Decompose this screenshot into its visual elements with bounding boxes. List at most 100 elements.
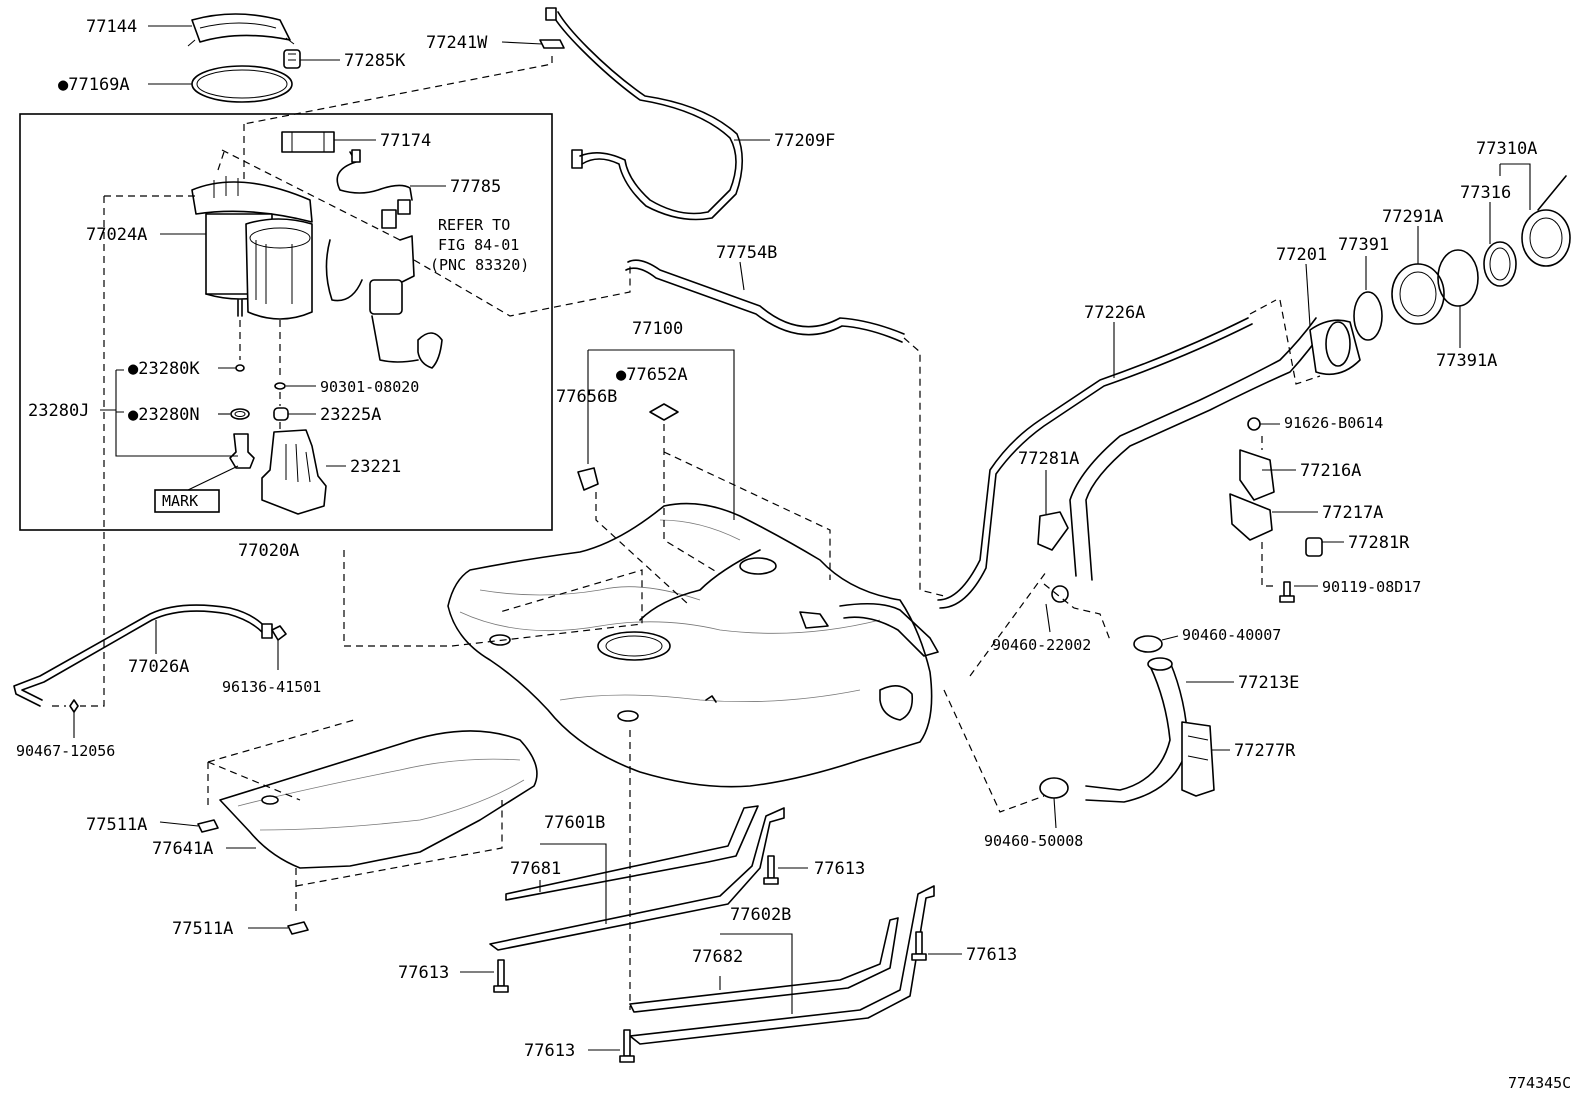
label-77391A: 77391A [1436,351,1497,371]
part-77602B-strap[interactable] [629,885,935,1045]
part-23280K-o-ring[interactable] [235,364,245,372]
part-77613-bolt-1[interactable] [763,855,779,885]
label-77285K: 77285K [344,51,406,71]
label-96136-41501: 96136-41501 [222,678,321,696]
part-77174-clamp[interactable] [281,131,335,153]
part-77281R-clip[interactable] [1305,537,1323,557]
part-77277R-protector[interactable] [1181,721,1215,797]
part-90467-clip[interactable] [69,699,79,713]
label-77144: 77144 [86,17,137,37]
label-77613-3: 77613 [966,945,1017,965]
part-90460-22002-hose-clamp[interactable] [1051,585,1069,603]
part-23280-regulator[interactable] [229,433,255,469]
part-77754B-tube[interactable] [625,259,945,597]
part-23280N-gasket[interactable] [230,408,250,420]
leader-lines [73,25,1531,1051]
label-77277R: 77277R [1234,741,1296,761]
label-77217A: 77217A [1322,503,1383,523]
part-23221-fuel-pump[interactable] [261,429,327,515]
part-96136-clip[interactable] [271,625,287,641]
part-fuel-level-gauge[interactable] [325,235,443,369]
label-90301-08020: 90301-08020 [320,378,419,396]
label-77511A-top: 77511A [86,815,147,835]
label-77682: 77682 [692,947,743,967]
label-77613-2: 77613 [398,963,449,983]
label-77602B: 77602B [730,905,791,925]
label-77026A: 77026A [128,657,189,677]
part-90460-40007-hose-clamp[interactable] [1133,635,1163,653]
part-77291A-cap-housing[interactable] [1391,263,1445,325]
part-77601B-strap[interactable] [489,805,785,951]
label-77656B: 77656B [556,387,617,407]
label-77216A: 77216A [1300,461,1361,481]
label-77281R: 77281R [1348,533,1410,553]
part-91626-clip[interactable] [1247,417,1261,431]
label-77100: 77100 [632,319,683,339]
label-23225A: 23225A [320,405,381,425]
fuel-pump-assy-box [19,113,553,531]
label-77169A: ●77169A [58,75,130,95]
label-mark: MARK [162,492,198,510]
part-77391A-gasket[interactable] [1437,249,1479,307]
part-77024A-fuel-suction-assy[interactable] [191,176,313,320]
part-77613-bolt-3[interactable] [911,931,927,961]
part-77641A-protector[interactable] [219,730,538,869]
label-77641A: 77641A [152,839,213,859]
label-77209F: 77209F [774,131,835,151]
mark-box [154,489,220,513]
part-90301-o-ring[interactable] [274,382,286,390]
label-77201: 77201 [1276,245,1327,265]
label-77681: 77681 [510,859,561,879]
part-77391-gasket[interactable] [1353,291,1383,341]
label-77754B: 77754B [716,243,777,263]
part-77216A-bracket[interactable] [1239,449,1275,501]
label-77310A: 77310A [1476,139,1537,159]
label-77613-4: 77613 [524,1041,575,1061]
label-90460-40007: 90460-40007 [1182,626,1281,644]
part-90119-bolt[interactable] [1279,581,1295,603]
label-77213E: 77213E [1238,673,1299,693]
label-77241W: 77241W [426,33,488,53]
part-77281A-bracket[interactable] [1037,511,1069,551]
label-refer-line2: FIG 84-01 [438,236,519,254]
part-77511A-clip-bottom[interactable] [287,921,309,935]
label-77511A-bottom: 77511A [172,919,233,939]
label-77391: 77391 [1338,235,1389,255]
part-77316-gasket[interactable] [1483,241,1517,287]
part-77285K-clip[interactable] [283,49,301,69]
part-90460-50008-hose-clamp[interactable] [1039,777,1069,799]
label-77226A: 77226A [1084,303,1145,323]
label-77281A: 77281A [1018,449,1079,469]
label-77020A: 77020A [238,541,299,561]
part-77511A-clip-top[interactable] [197,819,219,833]
part-77310A-fuel-cap[interactable] [1521,175,1571,267]
part-77169A-gasket[interactable] [191,65,293,103]
label-23221: 23221 [350,457,401,477]
part-77652A-gasket[interactable] [649,403,679,421]
label-23280K: ●23280K [128,359,200,379]
part-77656B-grommet[interactable] [577,467,599,491]
part-77217A-bracket[interactable] [1229,493,1273,541]
label-90119-08D17: 90119-08D17 [1322,578,1421,596]
label-77024A: 77024A [86,225,147,245]
part-77613-bolt-4[interactable] [619,1029,635,1063]
part-77613-bolt-2[interactable] [493,959,509,993]
label-90467-12056: 90467-12056 [16,742,115,760]
part-77213E-filler-hose[interactable] [1085,657,1189,803]
callout-labels: 77144 77285K ●77169A 77241W 77209F 77174… [16,17,1571,1092]
label-90460-22002: 90460-22002 [992,636,1091,654]
part-77209F-vent-hose[interactable] [545,7,744,221]
part-77201-filler-neck[interactable] [1309,319,1361,376]
label-77316: 77316 [1460,183,1511,203]
label-refer-line3: (PNC 83320) [430,256,529,274]
part-77226A-filler-pipe[interactable] [937,317,1327,609]
part-77144-retainer-ring[interactable] [187,13,295,47]
label-77652A: ●77652A [616,365,688,385]
part-77785-wire-harness[interactable] [336,149,413,229]
part-77241W-bracket[interactable] [539,39,565,49]
label-refer-line1: REFER TO [438,216,510,234]
part-23225A-seal[interactable] [273,407,289,421]
part-77100-fuel-tank[interactable] [447,502,939,788]
label-77601B: 77601B [544,813,605,833]
